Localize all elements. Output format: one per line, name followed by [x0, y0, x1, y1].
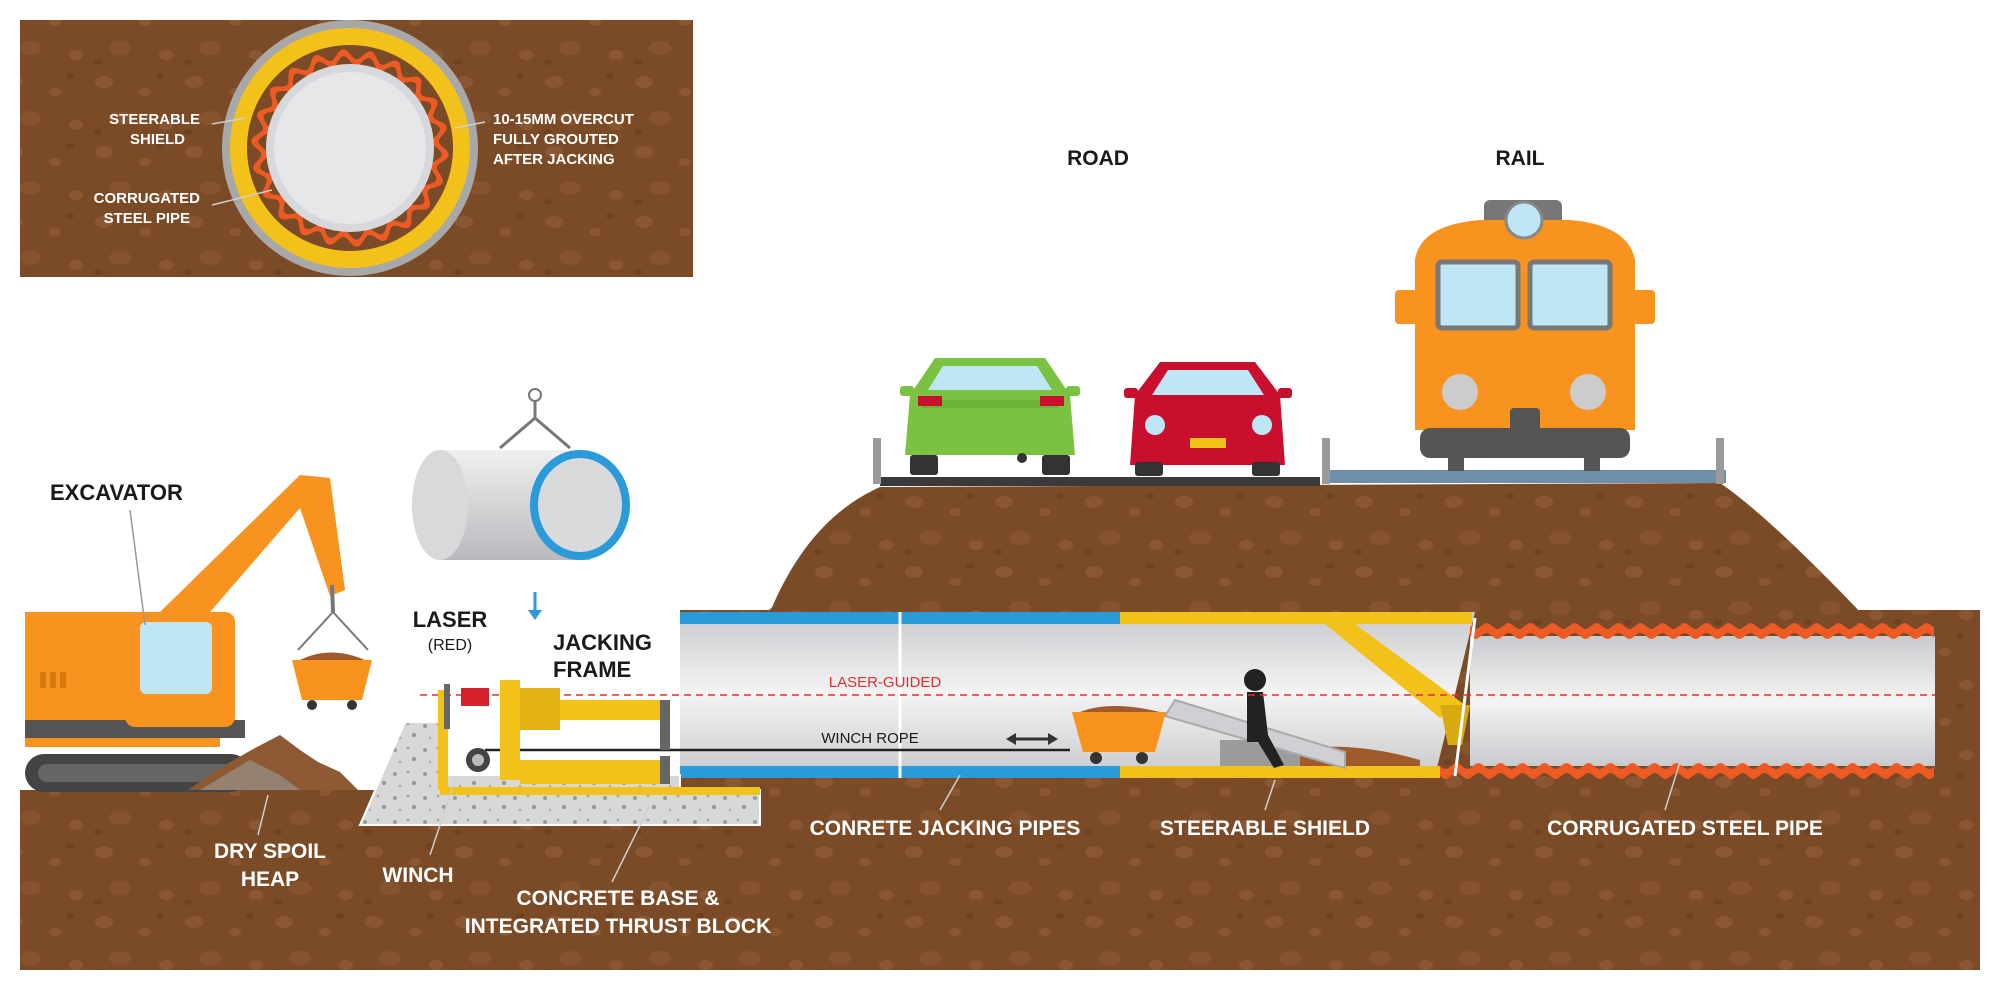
green-car	[900, 358, 1080, 475]
leader-lines	[129, 509, 1681, 883]
embankment	[770, 483, 1860, 612]
corrugated-pipe-label: CORRUGATED STEEL PIPE	[1547, 817, 1823, 840]
dry-spoil-label-2: HEAP	[241, 868, 299, 891]
inset-label-overcut-3: AFTER JACKING	[493, 151, 615, 168]
concrete-jacking-pipes	[680, 612, 1120, 778]
jacking-pipes-label: CONRETE JACKING PIPES	[810, 817, 1081, 840]
cross-section-inset: STEERABLE SHIELD CORRUGATED STEEL PIPE 1…	[20, 20, 693, 277]
dry-spoil-label-1: DRY SPOIL	[214, 840, 326, 863]
road-label: ROAD	[1067, 147, 1129, 170]
concrete-base-label-1: CONCRETE BASE &	[516, 887, 719, 910]
inset-label-corrugated-2: STEEL PIPE	[104, 210, 190, 227]
rail-track	[1322, 438, 1726, 484]
steerable-shield-label: STEERABLE SHIELD	[1160, 817, 1370, 840]
winch-label: WINCH	[382, 864, 453, 887]
red-car	[1124, 362, 1292, 476]
laser-guided-label: LASER-GUIDED	[829, 674, 942, 691]
corrugated-steel-pipe	[1440, 617, 1935, 779]
inset-label-steerable-2: SHIELD	[130, 131, 185, 148]
jacking-frame-label-2: FRAME	[553, 657, 631, 682]
winch-rope-label: WINCH ROPE	[821, 730, 919, 747]
concrete-base-label-2: INTEGRATED THRUST BLOCK	[465, 915, 771, 938]
laser-label: LASER	[413, 607, 488, 632]
excavator	[25, 475, 372, 792]
double-arrow-icon	[1006, 733, 1058, 745]
road	[873, 438, 1320, 486]
jacking-frame-label-1: JACKING	[553, 630, 652, 655]
jacking-frame	[438, 680, 760, 795]
excavator-label: EXCAVATOR	[50, 480, 183, 505]
rail-label: RAIL	[1496, 147, 1545, 170]
inset-label-overcut-1: 10-15MM OVERCUT	[493, 111, 634, 128]
hanging-concrete-pipe	[412, 388, 630, 620]
inset-label-overcut-2: FULLY GROUTED	[493, 131, 619, 148]
laser-sub-label: (RED)	[428, 637, 472, 654]
inset-label-corrugated-1: CORRUGATED	[94, 190, 201, 207]
spoil-cart	[1072, 706, 1166, 764]
laser-device	[444, 684, 489, 729]
train	[1395, 200, 1655, 471]
inset-label-steerable-1: STEERABLE	[109, 111, 200, 128]
winch-icon	[466, 748, 490, 772]
